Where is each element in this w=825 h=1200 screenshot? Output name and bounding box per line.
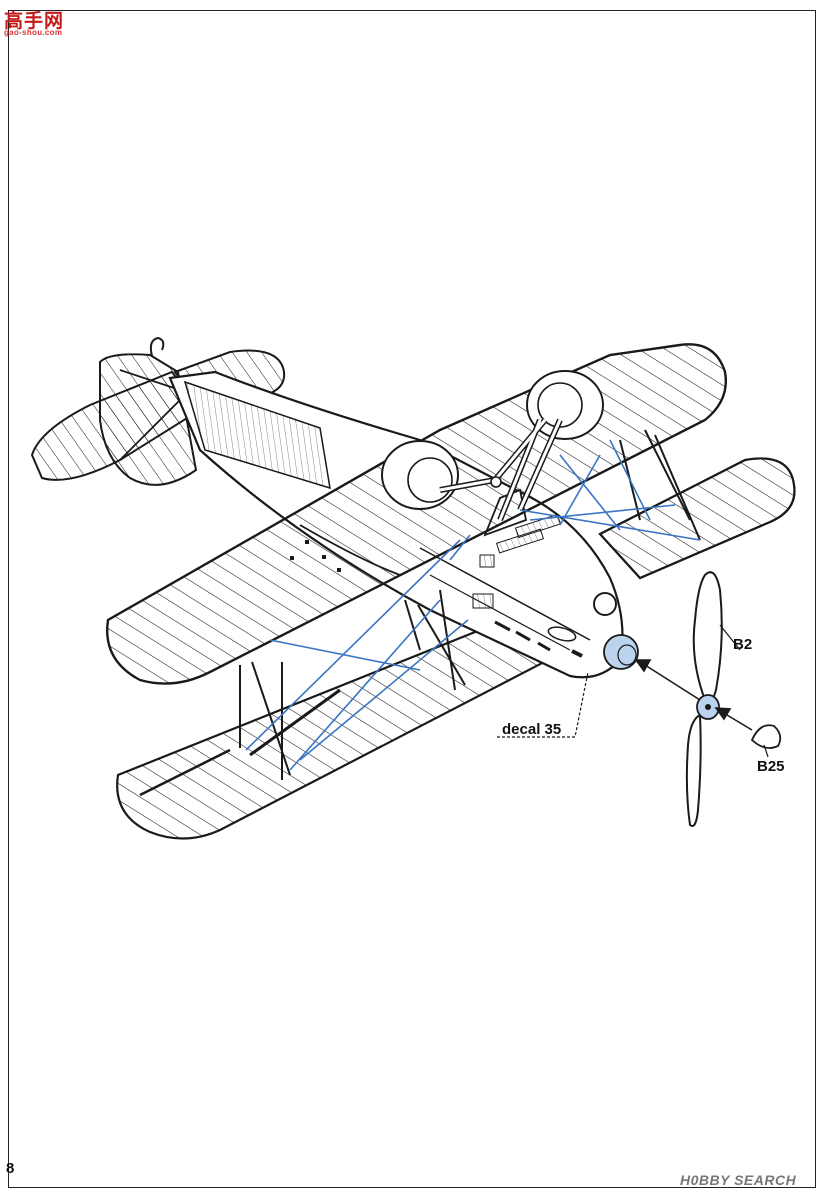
watermark-logo-text: 高手网 (4, 10, 65, 32)
callout-spinner: B25 (757, 758, 785, 775)
nose-hub-highlight (603, 634, 639, 670)
assembly-arrows (634, 659, 753, 731)
lower-wing-right (598, 457, 796, 580)
page-number: 8 (6, 1160, 15, 1177)
vertical-tail (99, 336, 198, 486)
watermark-hobby-search: H0BBY SEARCH (680, 1172, 797, 1188)
propeller-part (685, 571, 723, 827)
callout-decal: decal 35 (502, 721, 562, 738)
watermark-logo-url: gao-shou.com (4, 28, 63, 37)
watermark-logo: 高手网 gao-shou.com (4, 6, 74, 40)
leader-lines (497, 624, 769, 758)
lower-wing-left (116, 612, 550, 840)
rigging-wires (245, 439, 701, 771)
spinner-part (750, 724, 782, 749)
undercarriage (381, 370, 604, 522)
page-frame (8, 10, 816, 1188)
callout-propeller: B2 (733, 636, 753, 653)
